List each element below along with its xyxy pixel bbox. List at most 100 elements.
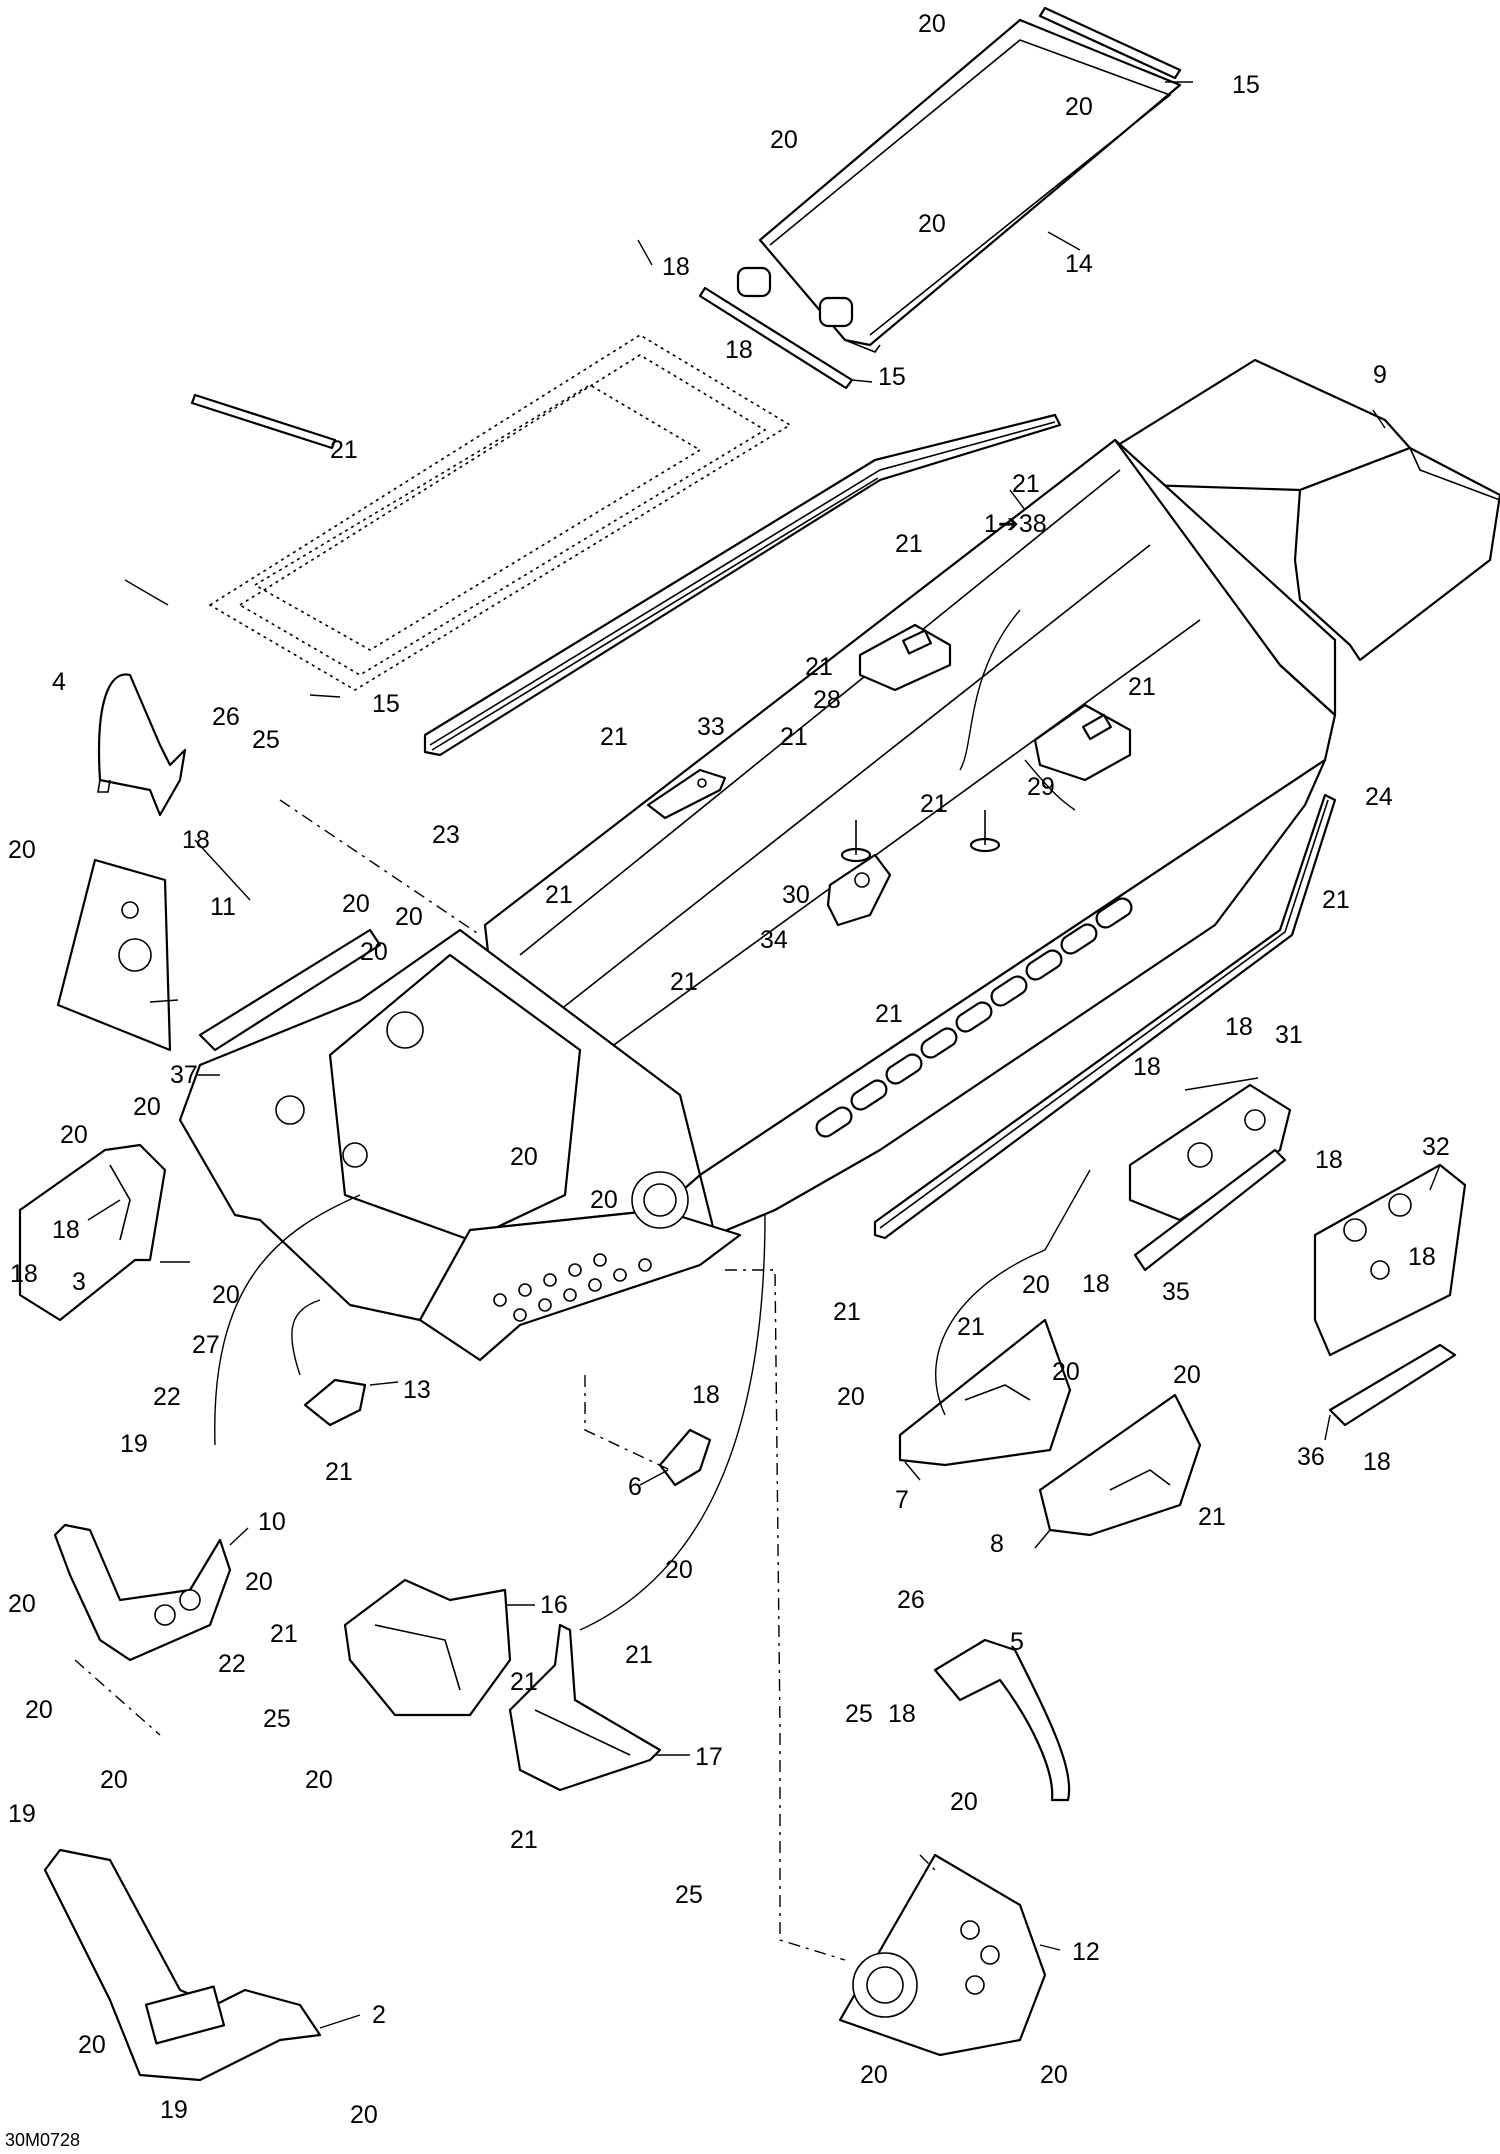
callout-label: 25: [675, 1881, 703, 1909]
callout-label: 2: [372, 2001, 386, 2029]
seat-outline-ghost: [208, 334, 792, 691]
callout-label: 1➔38: [984, 510, 1047, 538]
callout-label: 21: [270, 1620, 298, 1648]
part-35-strip: [1133, 1148, 1287, 1272]
part-10-bracket: [53, 1523, 232, 1662]
callout-label: 31: [1275, 1021, 1303, 1049]
callout-label: 20: [305, 1766, 333, 1794]
callout-label: 21: [780, 723, 808, 751]
part-7-footrest: [898, 1318, 1072, 1467]
part-tunnel: [483, 438, 1337, 1237]
callout-label: 23: [432, 821, 460, 849]
callout-label: 20: [245, 1568, 273, 1596]
part-37-bracket: [198, 928, 382, 1052]
callout-label: 15: [372, 690, 400, 718]
callout-label: 20: [360, 938, 388, 966]
callout-label: 30: [782, 881, 810, 909]
part-13-plate: [303, 1378, 367, 1427]
callout-label: 24: [1365, 783, 1393, 811]
callout-label: 21: [833, 1298, 861, 1326]
assembly-arrows: [214, 609, 1091, 1631]
callout-label: 20: [25, 1696, 53, 1724]
dash-lines: [74, 799, 936, 1961]
callout-label: 20: [950, 1788, 978, 1816]
callout-label: 21: [920, 790, 948, 818]
part-3-bracket: [18, 1143, 167, 1322]
callout-label: 13: [403, 1376, 431, 1404]
callout-label: 21: [325, 1458, 353, 1486]
part-12-gear-plate: [838, 1853, 1047, 2057]
callout-label: 18: [52, 1216, 80, 1244]
part-33-bracket: [646, 768, 727, 820]
callout-label: 14: [1065, 250, 1093, 278]
callout-label: 20: [590, 1186, 618, 1214]
part-5-handle: [933, 1638, 1071, 1802]
part-24-rail: [873, 793, 1337, 1240]
part-4-handle: [97, 673, 187, 817]
callout-label: 12: [1072, 1938, 1100, 1966]
part-2-bracket: [43, 1848, 322, 2082]
callout-label: 18: [1082, 1270, 1110, 1298]
callout-label: 18: [1363, 1448, 1391, 1476]
callout-label: 25: [845, 1700, 873, 1728]
callout-label: 28: [813, 686, 841, 714]
part-6-plate: [658, 1428, 712, 1487]
part-23-rail: [423, 413, 1062, 757]
part-17-bracket: [508, 1623, 662, 1792]
callout-label: 32: [1422, 1133, 1450, 1161]
part-30-stud: [840, 810, 1001, 863]
callout-label: 10: [258, 1508, 286, 1536]
callout-label: 18: [692, 1381, 720, 1409]
callout-label: 21: [1128, 673, 1156, 701]
callout-label: 21: [957, 1313, 985, 1341]
callout-label: 20: [342, 890, 370, 918]
callout-label: 33: [697, 713, 725, 741]
callout-label: 20: [860, 2061, 888, 2089]
callout-labels: 20 15 20 20 20 14 18 18 15 9 21 21 1➔38 …: [5, 10, 1450, 2150]
callout-label: 20: [918, 210, 946, 238]
callout-label: 8: [990, 1530, 1004, 1558]
callout-label: 6: [628, 1473, 642, 1501]
callout-label: 18: [1315, 1146, 1343, 1174]
callout-label: 25: [252, 726, 280, 754]
callout-label: 18: [1133, 1053, 1161, 1081]
callout-label: 20: [8, 836, 36, 864]
callout-label: 18: [662, 253, 690, 281]
callout-label: 21: [510, 1668, 538, 1696]
part-9-rear-cover: [1108, 358, 1500, 662]
callout-label: 21: [510, 1826, 538, 1854]
callout-label: 20: [212, 1281, 240, 1309]
callout-label: 37: [170, 1061, 198, 1089]
callout-label: 34: [760, 926, 788, 954]
callout-label: 36: [1297, 1443, 1325, 1471]
callout-label: 20: [60, 1121, 88, 1149]
callout-label: 29: [1027, 773, 1055, 801]
callout-label: 9: [1373, 361, 1387, 389]
part-15-strip: [190, 6, 1182, 450]
part-8-footrest: [1038, 1393, 1202, 1537]
part-28-bracket: [858, 623, 952, 692]
callout-label: 20: [8, 1590, 36, 1618]
callout-label: 20: [770, 126, 798, 154]
part-16-bracket: [343, 1578, 512, 1717]
callout-label: 16: [540, 1591, 568, 1619]
callout-label: 21: [1198, 1503, 1226, 1531]
callout-label: 3: [72, 1268, 86, 1296]
part-36-strip: [1328, 1343, 1457, 1427]
part-34-bracket: [826, 853, 892, 927]
callout-label: 18: [888, 1700, 916, 1728]
callout-label: 18: [725, 336, 753, 364]
part-32-bracket: [1313, 1163, 1467, 1357]
callout-label: 21: [625, 1641, 653, 1669]
callout-label: 26: [897, 1586, 925, 1614]
callout-label: 20: [1040, 2061, 1068, 2089]
callout-label: 21: [670, 968, 698, 996]
part-29-bracket: [1033, 703, 1132, 782]
callout-label: 19: [8, 1800, 36, 1828]
tunnel-cooler-slots: [815, 897, 1133, 1138]
callout-label: 18: [1408, 1243, 1436, 1271]
callout-label: 20: [350, 2101, 378, 2129]
callout-label: 21: [805, 653, 833, 681]
callout-label: 20: [78, 2031, 106, 2059]
